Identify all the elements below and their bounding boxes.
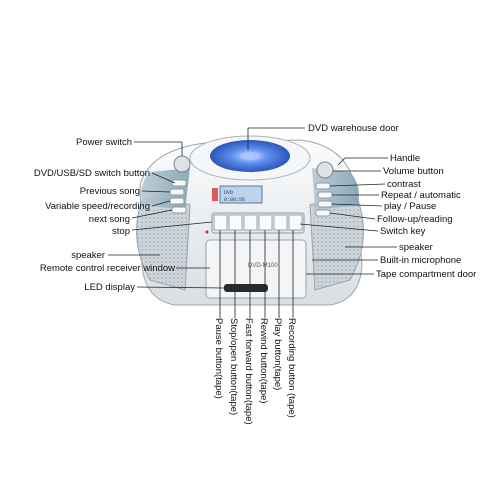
label-led-display: LED display bbox=[84, 282, 135, 293]
tape-door bbox=[205, 239, 307, 299]
leader-switch-key bbox=[299, 223, 379, 232]
leader-next bbox=[131, 209, 173, 219]
label-tape-compartment-door: Tape compartment door bbox=[376, 269, 477, 280]
leader-play-pause bbox=[331, 203, 383, 207]
model-label: DVD-M100 bbox=[248, 263, 278, 269]
volume-knob bbox=[316, 161, 334, 179]
label-built-in-microphone: Built-in microphone bbox=[380, 255, 462, 266]
label-speaker-right: speaker bbox=[399, 242, 433, 253]
label-variable-speed-recording: Variable speed/recording bbox=[45, 201, 150, 212]
label-next-song: next song bbox=[88, 214, 130, 225]
label-dvd-warehouse-door: DVD warehouse door bbox=[308, 123, 399, 134]
label-pause-button-tape: Pause button(tape) bbox=[213, 318, 224, 399]
label-volume-button: Volume button bbox=[383, 166, 444, 177]
leader-previous bbox=[141, 190, 171, 193]
power-knob bbox=[173, 155, 191, 173]
label-repeat-automatic: Repeat / automatic bbox=[381, 190, 461, 201]
label-rewind-button-tape: Rewind button(tape) bbox=[258, 318, 269, 404]
label-previous-song: Previous song bbox=[79, 186, 140, 197]
right-side-panel bbox=[312, 168, 359, 210]
label-remote-receiver-window: Remote control receiver window bbox=[39, 263, 175, 274]
leader-stop bbox=[131, 221, 213, 231]
leader-variable-speed bbox=[151, 200, 171, 207]
label-fast-forward-button-tape: Fast forward button(tape) bbox=[243, 318, 254, 425]
label-switch-key: Switch key bbox=[380, 226, 426, 237]
leader-follow-up bbox=[329, 212, 376, 220]
leader-contrast bbox=[329, 183, 386, 187]
label-stop-open-button-tape: Stop/open button(tape) bbox=[228, 318, 239, 416]
label-power-switch: Power switch bbox=[76, 137, 132, 148]
label-play-button-tape: Play button(tape) bbox=[272, 318, 283, 391]
label-recording-button-tape: Recording button (tape) bbox=[286, 318, 297, 418]
label-contrast: contrast bbox=[387, 179, 421, 190]
label-play-pause: play / Pause bbox=[384, 201, 437, 212]
label-stop: stop bbox=[112, 226, 130, 237]
lcd-screen bbox=[219, 185, 263, 204]
led-display bbox=[224, 284, 268, 292]
leader-led bbox=[136, 286, 225, 289]
leader-handle-d bbox=[337, 157, 346, 166]
label-speaker-left: speaker bbox=[71, 250, 105, 261]
lcd-line-2: 0:00:56 bbox=[224, 197, 245, 203]
leader-dvd-usb-sd bbox=[151, 172, 176, 184]
label-handle: Handle bbox=[390, 153, 421, 164]
lcd-line-1: DVD bbox=[224, 190, 233, 196]
label-follow-up-reading: Follow-up/reading bbox=[377, 214, 453, 225]
leader-lines bbox=[108, 127, 397, 318]
label-dvd-usb-sd-switch: DVD/USB/SD switch button bbox=[33, 168, 150, 179]
